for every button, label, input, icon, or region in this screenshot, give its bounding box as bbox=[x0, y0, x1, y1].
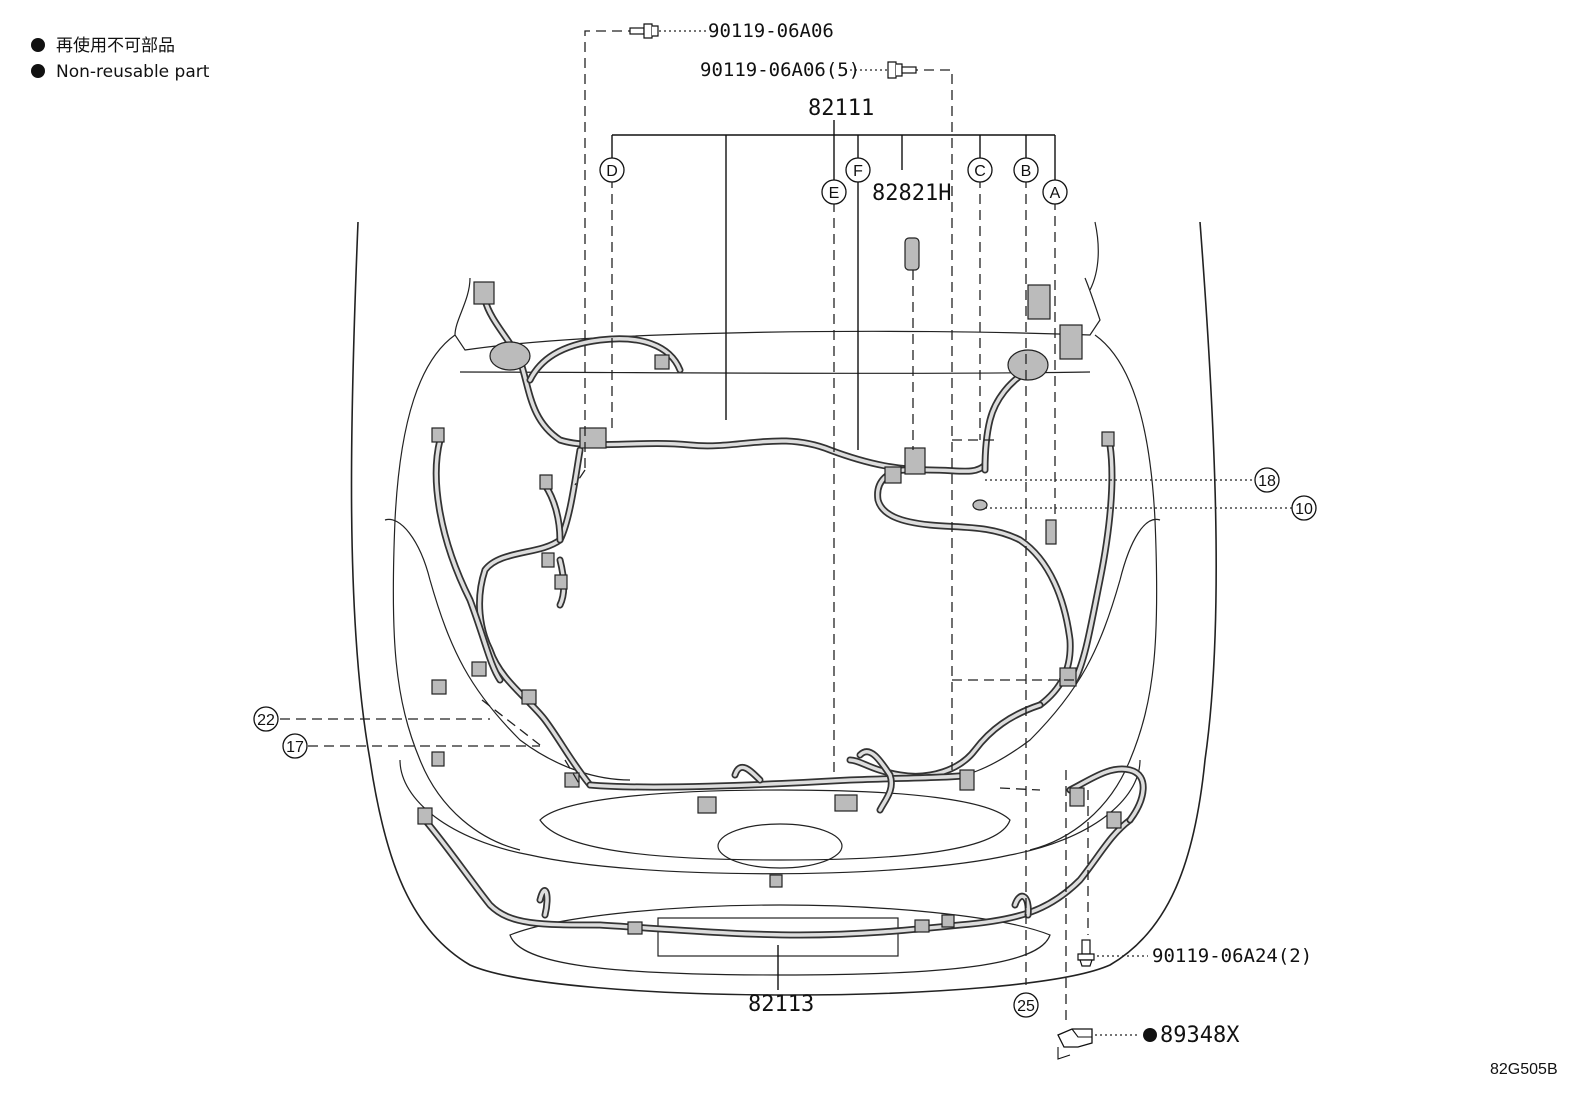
connector-icon bbox=[554, 574, 568, 590]
number-callouts: 18 10 22 17 25 bbox=[253, 467, 1317, 1018]
part-number-bolt-top-qty: 90119-06A06(5) bbox=[700, 59, 860, 81]
part-number-labels: 90119-06A06 90119-06A06(5) 82111 82821H … bbox=[700, 20, 1312, 1048]
callout-17: 17 bbox=[286, 739, 304, 756]
bumper-harness-82113 bbox=[421, 765, 1147, 939]
callout-22: 22 bbox=[257, 712, 275, 729]
connector-icon bbox=[431, 427, 445, 443]
connector-icon bbox=[654, 354, 670, 370]
connector-icon bbox=[884, 466, 902, 484]
part-number-harness-main: 82111 bbox=[808, 96, 874, 121]
connector-icon bbox=[941, 914, 955, 928]
callout-c: C bbox=[974, 163, 986, 180]
connector-icon bbox=[431, 751, 445, 767]
grommet-icon bbox=[1007, 349, 1049, 381]
callout-25: 25 bbox=[1017, 998, 1035, 1015]
connector-icon bbox=[471, 661, 487, 677]
letter-callouts: D E F C B A bbox=[599, 157, 1068, 205]
connector-icon bbox=[904, 447, 926, 475]
legend-bullet-icon bbox=[31, 38, 45, 52]
car-body-outline bbox=[350, 221, 1217, 996]
connector-icon bbox=[959, 769, 975, 791]
connector-icon bbox=[473, 281, 495, 305]
callout-b: B bbox=[1021, 163, 1032, 180]
connector-icon bbox=[541, 552, 555, 568]
connector-icon bbox=[769, 874, 783, 888]
legend-text-jp: 再使用不可部品 bbox=[56, 35, 175, 56]
connector-icon bbox=[431, 679, 447, 695]
part-number-bracket: 89348X bbox=[1160, 1023, 1240, 1048]
connector-icon bbox=[539, 474, 553, 490]
part-number-bolt-bottom: 90119-06A24(2) bbox=[1152, 945, 1312, 967]
connector-icon bbox=[521, 689, 537, 705]
connector-icon bbox=[627, 921, 643, 935]
connector-icon bbox=[834, 794, 858, 812]
connector-icon bbox=[1027, 284, 1051, 320]
connector-icon bbox=[1106, 811, 1122, 829]
connector-icon bbox=[579, 427, 607, 449]
callout-10: 10 bbox=[1295, 501, 1313, 518]
connector-icon bbox=[697, 796, 717, 814]
legend-bullet-icon bbox=[31, 64, 45, 78]
clamp-icon bbox=[904, 237, 920, 271]
connector-icon bbox=[1059, 324, 1083, 360]
callout-f: F bbox=[853, 163, 863, 180]
figure-code: 82G505B bbox=[1490, 1061, 1558, 1078]
leader-lines bbox=[280, 30, 1292, 1036]
callout-18: 18 bbox=[1258, 473, 1276, 490]
connector-icon bbox=[1101, 431, 1115, 447]
bracket-icon bbox=[1057, 1028, 1093, 1060]
bolt-icon bbox=[1077, 939, 1095, 967]
connector-icon bbox=[1059, 667, 1077, 687]
connector-icon bbox=[1069, 787, 1085, 807]
bolt-icon bbox=[887, 61, 917, 79]
part-number-clamp: 82821H bbox=[872, 181, 951, 206]
callout-d: D bbox=[606, 163, 618, 180]
connector-icon bbox=[417, 807, 433, 825]
bolts bbox=[629, 23, 1095, 1060]
main-harness-82111 bbox=[432, 296, 1116, 814]
grommet-icon bbox=[972, 499, 988, 511]
callout-e: E bbox=[829, 185, 840, 202]
legend: 再使用不可部品 Non-reusable part bbox=[31, 35, 210, 82]
part-number-bolt-top: 90119-06A06 bbox=[708, 20, 834, 42]
connector-icon bbox=[914, 919, 930, 933]
non-reusable-bullet-icon bbox=[1143, 1028, 1157, 1042]
connectors bbox=[417, 237, 1122, 935]
bolt-icon bbox=[629, 23, 659, 39]
part-number-harness-bumper: 82113 bbox=[748, 992, 814, 1017]
grommet-icon bbox=[489, 341, 531, 371]
connector-icon bbox=[1045, 519, 1057, 545]
legend-text-en: Non-reusable part bbox=[56, 62, 210, 82]
callout-a: A bbox=[1050, 185, 1061, 202]
